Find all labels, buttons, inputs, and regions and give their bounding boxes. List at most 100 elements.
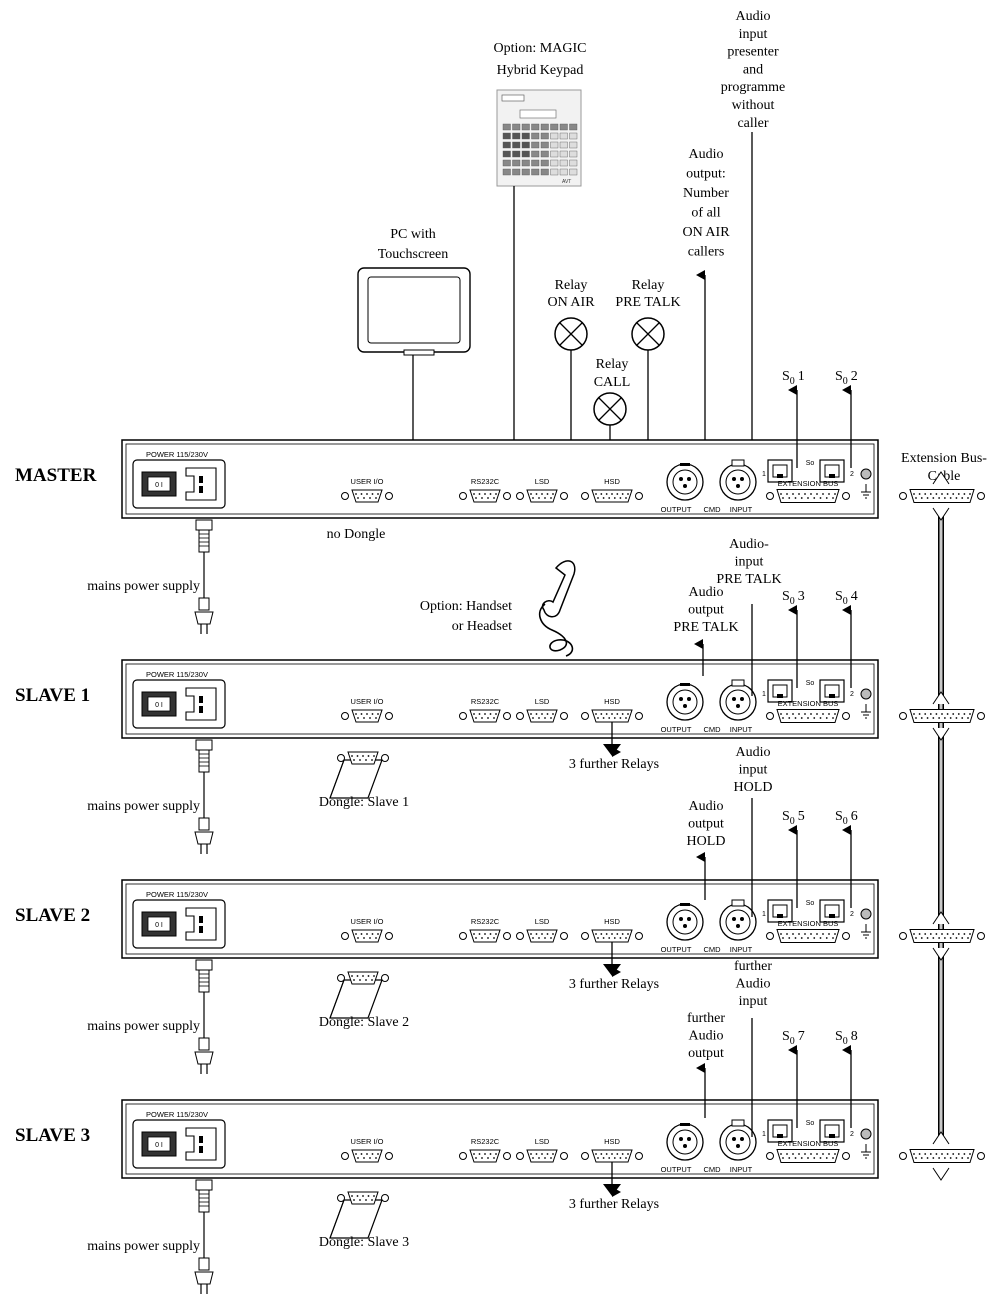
- dongle-icon: [329, 971, 389, 1019]
- input-label: INPUT: [730, 725, 753, 734]
- xlr-input: [719, 679, 757, 721]
- output-label: OUTPUT: [661, 505, 692, 514]
- power-socket: 0 I: [132, 1119, 226, 1169]
- power-label: POWER 115/230V: [146, 450, 208, 459]
- s0-label-right-s: S: [835, 809, 843, 824]
- ground-screw: [860, 468, 872, 480]
- audio-out-master-label-3: Number: [683, 186, 729, 201]
- audio-out-s2-label-1: Audio: [689, 799, 724, 814]
- relay-call-label-2: CALL: [594, 375, 631, 390]
- unit-name: SLAVE 1: [15, 685, 90, 706]
- rs232c-port: [459, 929, 511, 943]
- user-io-label: USER I/O: [351, 1137, 384, 1146]
- dongle-icon-connector: [337, 1191, 389, 1205]
- user-io-label: USER I/O: [351, 477, 384, 486]
- power-switch[interactable]: 0 I: [155, 922, 163, 929]
- lsd-port: [516, 929, 568, 943]
- so-label: So: [806, 460, 815, 467]
- dongle-icon: [329, 751, 389, 799]
- audio-out-s1-label-2: output: [688, 603, 724, 618]
- so-label: So: [806, 1120, 815, 1127]
- output-label: OUTPUT: [661, 725, 692, 734]
- xlr-input: [719, 1119, 757, 1161]
- relay-pretalk-label-1: Relay: [632, 278, 665, 293]
- audio-in-s3-label-3: input: [739, 994, 768, 1009]
- mains-plug: [194, 1179, 214, 1294]
- unit-name: SLAVE 2: [15, 905, 90, 926]
- relays-label: 3 further Relays: [569, 1197, 659, 1212]
- rj-port2-num: 2: [850, 471, 854, 478]
- extension-bus-port: [766, 929, 850, 943]
- s0-label-right-s: S: [835, 369, 843, 384]
- dongle-label: Dongle: Slave 2: [319, 1015, 409, 1030]
- s0-label-right-s: S: [835, 1029, 843, 1044]
- unit-name: MASTER: [15, 465, 97, 486]
- extension-bus-port: [766, 489, 850, 503]
- audio-in-master-label-5: programme: [721, 80, 786, 95]
- power-label: POWER 115/230V: [146, 670, 208, 679]
- isdn-port-2: [819, 459, 845, 483]
- audio-in-s2-label-1: Audio: [736, 745, 771, 760]
- lsd-label: LSD: [535, 917, 550, 926]
- pc-label-line2: Touchscreen: [378, 247, 449, 262]
- s0-label-right-num: 6: [851, 809, 858, 824]
- s0-label-left-s: S: [782, 1029, 790, 1044]
- lsd-label: LSD: [535, 1137, 550, 1146]
- extension-bus-port: [766, 709, 850, 723]
- rs232c-port: [459, 1149, 511, 1163]
- lsd-label: LSD: [535, 697, 550, 706]
- power-switch[interactable]: 0 I: [155, 702, 163, 709]
- audio-in-s1-label-2: input: [735, 555, 764, 570]
- dongle-icon: [329, 1191, 389, 1239]
- rj-port2-num: 2: [850, 911, 854, 918]
- audio-out-master-label-2: output:: [686, 167, 726, 182]
- relays-label: 3 further Relays: [569, 977, 659, 992]
- ground-screw: [860, 688, 872, 700]
- power-label: POWER 115/230V: [146, 890, 208, 899]
- audio-out-s2-label-3: HOLD: [687, 834, 726, 849]
- relay-pretalk-lamp: [631, 317, 665, 351]
- so-label: So: [806, 680, 815, 687]
- audio-out-master-label-4: of all: [691, 206, 720, 221]
- audio-out-s1-label-3: PRE TALK: [673, 620, 738, 635]
- audio-in-s1-label-3: PRE TALK: [716, 572, 781, 587]
- user-io-label: USER I/O: [351, 917, 384, 926]
- s0-label-left-s: S: [782, 589, 790, 604]
- mains-plug: [194, 739, 214, 854]
- input-label: INPUT: [730, 505, 753, 514]
- audio-in-s2-label-2: input: [739, 763, 768, 778]
- audio-in-master-label-4: and: [743, 62, 763, 77]
- audio-out-master-label-1: Audio: [689, 147, 724, 162]
- rs232c-label: RS232C: [471, 1137, 500, 1146]
- cmd-label: CMD: [703, 725, 721, 734]
- input-label: INPUT: [730, 945, 753, 954]
- ground-symbol: [861, 924, 871, 939]
- mains-label: mains power supply: [87, 1239, 200, 1254]
- rs232c-port: [459, 489, 511, 503]
- isdn-port-2: [819, 1119, 845, 1143]
- dongle-icon-connector: [337, 751, 389, 765]
- isdn-port-2: [819, 679, 845, 703]
- mains-plug: [194, 519, 214, 634]
- lsd-port: [516, 489, 568, 503]
- xlr-output: [666, 463, 704, 501]
- mains-label: mains power supply: [87, 579, 200, 594]
- mains-label: mains power supply: [87, 799, 200, 814]
- xlr-output: [666, 683, 704, 721]
- power-switch[interactable]: 0 I: [155, 1142, 163, 1149]
- ext-cable-connector: [899, 709, 985, 723]
- lsd-port: [516, 709, 568, 723]
- power-switch[interactable]: 0 I: [155, 482, 163, 489]
- cmd-label: CMD: [703, 1165, 721, 1174]
- isdn-port-1: [767, 459, 793, 483]
- input-label: INPUT: [730, 1165, 753, 1174]
- user-io-port: [341, 489, 393, 503]
- audio-in-s1-label-1: Audio-: [729, 537, 769, 552]
- audio-in-s3-label-1: further: [734, 959, 772, 974]
- rj-port1-num: 1: [762, 691, 766, 698]
- s0-label-left-sub: 0: [790, 596, 795, 607]
- rs232c-label: RS232C: [471, 477, 500, 486]
